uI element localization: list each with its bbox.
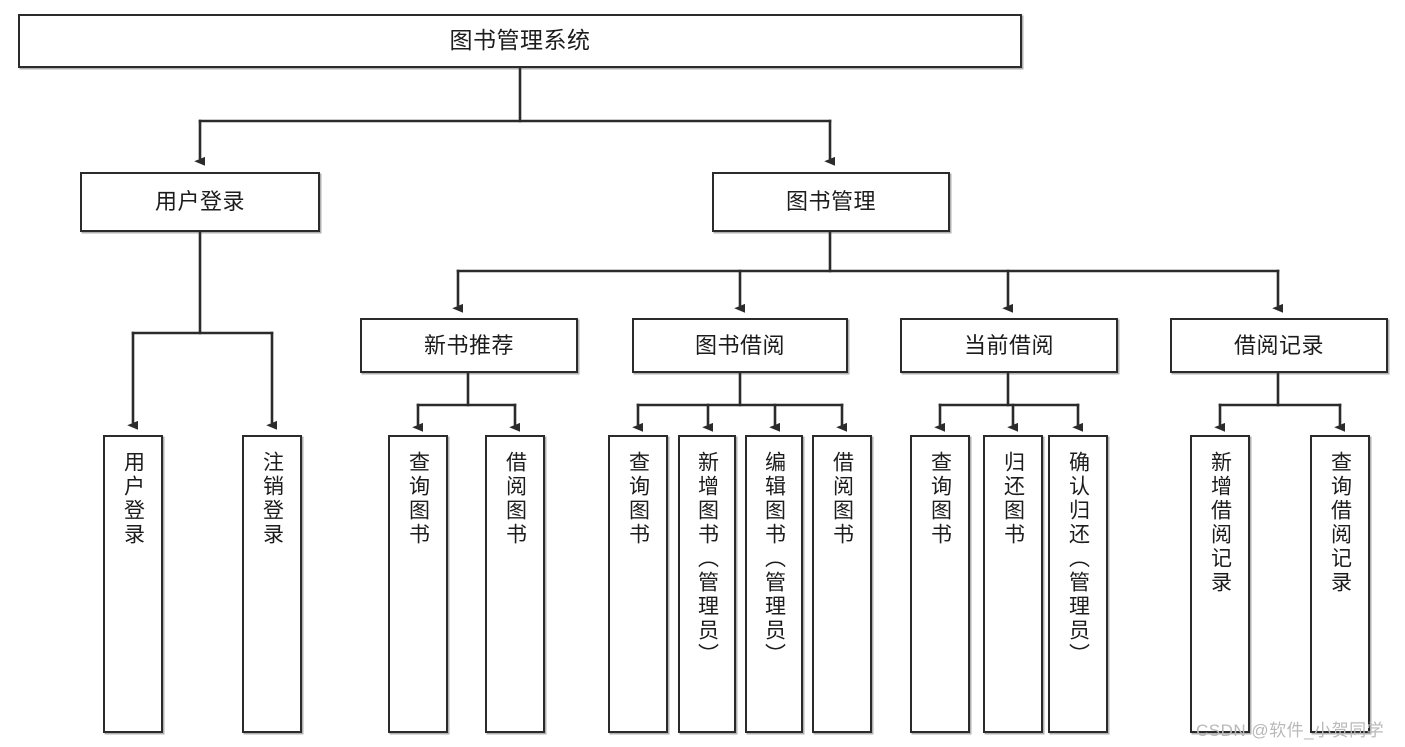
leaf-add-borrow-record[interactable]: 新增借阅记录 <box>1190 435 1250 733</box>
node-label: 查询图书 <box>626 451 650 547</box>
node-label: 借阅图书 <box>830 451 854 547</box>
node-book-borrow[interactable]: 图书借阅 <box>632 318 848 373</box>
node-root-book-management-system[interactable]: 图书管理系统 <box>18 14 1022 68</box>
node-label: 查询图书 <box>928 451 952 547</box>
node-label: 查询借阅记录 <box>1328 451 1352 595</box>
node-book-management[interactable]: 图书管理 <box>712 172 950 232</box>
node-label: 编辑图书（管理员） <box>762 451 786 667</box>
node-label: 用户登录 <box>154 189 245 215</box>
leaf-query-book-recommend[interactable]: 查询图书 <box>388 435 448 733</box>
watermark-text: CSDN @软件_小贺同学 <box>1196 721 1385 740</box>
leaf-borrow-book-recommend[interactable]: 借阅图书 <box>485 435 545 733</box>
node-label: 图书借阅 <box>694 332 785 358</box>
leaf-user-login[interactable]: 用户登录 <box>103 435 163 733</box>
leaf-edit-book-admin[interactable]: 编辑图书（管理员） <box>745 435 803 733</box>
node-label: 注销登录 <box>260 451 284 547</box>
node-new-book-recommend[interactable]: 新书推荐 <box>360 318 578 373</box>
node-label: 确认归还（管理员） <box>1066 451 1090 667</box>
leaf-confirm-return-admin[interactable]: 确认归还（管理员） <box>1048 435 1108 733</box>
node-label: 图书管理 <box>785 189 876 215</box>
node-label: 查询图书 <box>406 451 430 547</box>
leaf-logout-login[interactable]: 注销登录 <box>242 435 302 733</box>
node-current-borrow[interactable]: 当前借阅 <box>900 318 1118 373</box>
node-label: 当前借阅 <box>963 332 1054 358</box>
leaf-query-book-current[interactable]: 查询图书 <box>910 435 970 733</box>
node-user-login[interactable]: 用户登录 <box>80 172 320 232</box>
node-label: 图书管理系统 <box>449 27 591 54</box>
leaf-return-book[interactable]: 归还图书 <box>983 435 1043 733</box>
node-label: 新书推荐 <box>423 332 514 358</box>
node-borrow-record[interactable]: 借阅记录 <box>1170 318 1388 373</box>
node-label: 借阅图书 <box>503 451 527 547</box>
leaf-borrow-book[interactable]: 借阅图书 <box>812 435 872 733</box>
leaf-query-book-borrow[interactable]: 查询图书 <box>608 435 668 733</box>
node-label: 新增借阅记录 <box>1208 451 1232 595</box>
node-label: 归还图书 <box>1001 451 1025 547</box>
node-label: 用户登录 <box>121 451 145 547</box>
node-label: 新增图书（管理员） <box>695 451 719 667</box>
node-label: 借阅记录 <box>1233 332 1324 358</box>
leaf-query-borrow-record[interactable]: 查询借阅记录 <box>1310 435 1370 733</box>
leaf-add-book-admin[interactable]: 新增图书（管理员） <box>678 435 736 733</box>
